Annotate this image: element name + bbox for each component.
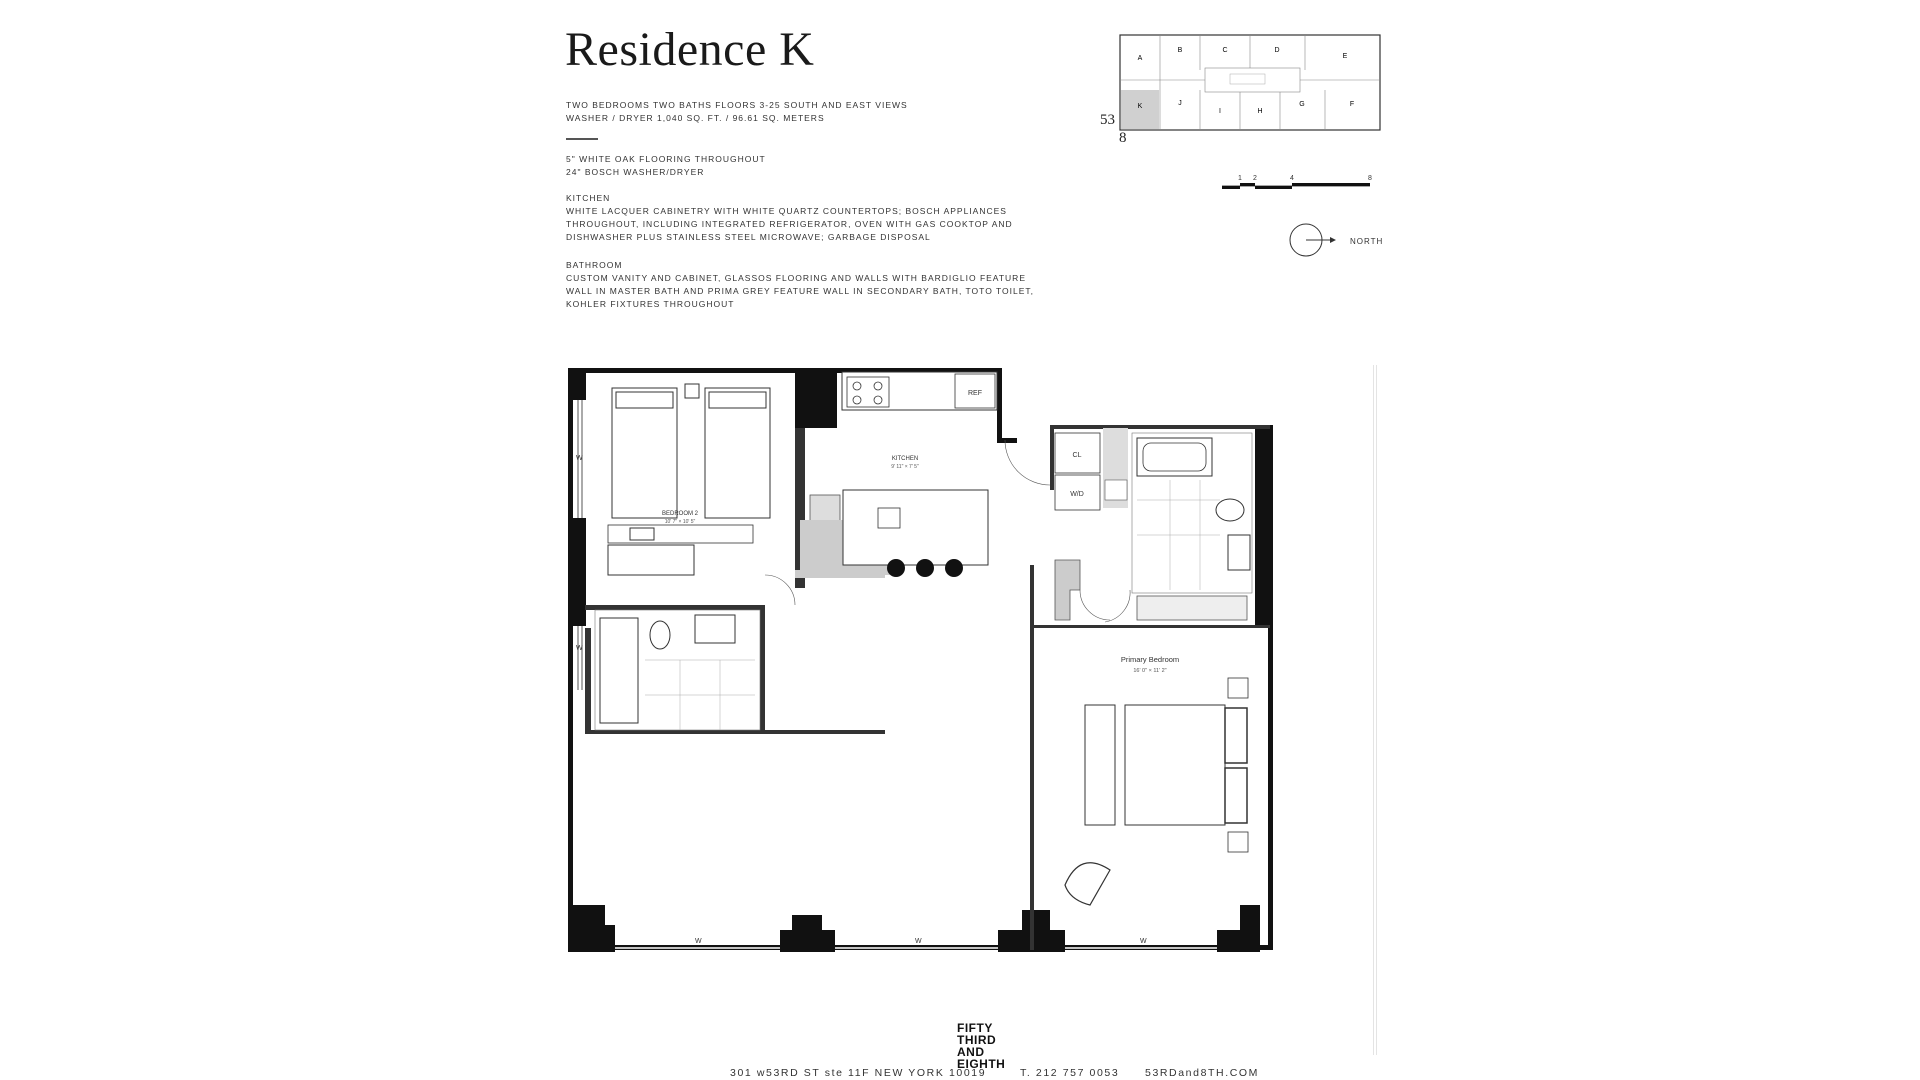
floor-number-large: 53: [1100, 112, 1115, 128]
floor-number-small: 8: [1119, 130, 1127, 146]
keyplan-highlight-unit: [1121, 90, 1159, 129]
footer-website: 53RDand8TH.COM: [1145, 1067, 1260, 1079]
closet-label: CL: [1073, 452, 1082, 459]
fifty-third-and-eighth-logo: FIFTY THIRD AND EIGHTH: [957, 1022, 1005, 1070]
bathroom-spec-2: WALL IN MASTER BATH AND PRIMA GREY FEATU…: [566, 286, 1035, 296]
spec-washer: 24" BOSCH WASHER/DRYER: [566, 167, 705, 177]
north-label: NORTH: [1350, 237, 1384, 246]
floor-plan: W W W W W: [560, 360, 1280, 975]
spec-flooring: 5" WHITE OAK FLOORING THROUGHOUT: [566, 154, 766, 164]
logo-line-1: FIFTY: [957, 1021, 993, 1035]
scale-bar: 1 2 4 8: [1222, 170, 1382, 205]
footer-address: 301 w53RD ST ste 11F NEW YORK 10019: [730, 1067, 987, 1079]
logo-line-4: EIGHTH: [957, 1057, 1006, 1071]
footer-phone: T. 212 757 0053: [1020, 1067, 1120, 1079]
residence-title: Residence K: [565, 23, 815, 76]
keyplan-unit-d: D: [1274, 47, 1279, 54]
scale-tick-4: 4: [1290, 175, 1294, 182]
keyplan-unit-f: F: [1350, 101, 1354, 108]
north-arrow: [1288, 222, 1398, 267]
keyplan-unit-j: J: [1178, 100, 1182, 107]
refrigerator-label: REF: [968, 390, 982, 397]
primary-bedroom-dimensions: 16' 0" × 11' 2": [1133, 668, 1166, 674]
keyplan-unit-k: K: [1138, 103, 1143, 110]
bedroom-2-dimensions: 10' 7" × 10' 5": [665, 519, 696, 525]
kitchen-spec-3: DISHWASHER PLUS STAINLESS STEEL MICROWAV…: [566, 232, 931, 242]
kitchen-heading: KITCHEN: [566, 193, 611, 203]
logo-line-3: AND: [957, 1045, 985, 1059]
key-plan: A B C D E K J I H G F: [1110, 30, 1390, 145]
keyplan-unit-a: A: [1138, 55, 1143, 62]
washer-dryer-label: W/D: [1070, 491, 1084, 498]
bathroom-spec-3: KOHLER FIXTURES THROUGHOUT: [566, 299, 735, 309]
keyplan-unit-e: E: [1343, 53, 1348, 60]
keyplan-unit-i: I: [1219, 108, 1221, 115]
legal-disclaimer-strip: [1372, 365, 1380, 1055]
spec-summary-line-2: WASHER / DRYER 1,040 SQ. FT. / 96.61 SQ.…: [566, 113, 825, 123]
kitchen-dimensions: 9' 11" × 7' 5": [891, 464, 919, 470]
scale-tick-2: 2: [1253, 175, 1257, 182]
keyplan-unit-c: C: [1222, 47, 1227, 54]
window-label-bottom-1: W: [695, 938, 702, 945]
spec-summary-line-1: TWO BEDROOMS TWO BATHS FLOORS 3-25 SOUTH…: [566, 100, 908, 110]
keyplan-unit-b: B: [1178, 47, 1183, 54]
logo-line-2: THIRD: [957, 1033, 997, 1047]
keyplan-unit-h: H: [1257, 108, 1262, 115]
divider-rule: [566, 138, 598, 140]
bathroom-heading: BATHROOM: [566, 260, 623, 270]
window-label-left-1: W: [576, 455, 583, 462]
window-label-left-2: W: [576, 645, 583, 652]
scale-tick-1: 1: [1238, 175, 1242, 182]
scale-tick-8: 8: [1368, 175, 1372, 182]
kitchen-spec-2: THROUGHOUT, INCLUDING INTEGRATED REFRIGE…: [566, 219, 1013, 229]
bathroom-spec-1: CUSTOM VANITY AND CABINET, GLASSOS FLOOR…: [566, 273, 1026, 283]
window-label-bottom-3: W: [1140, 938, 1147, 945]
keyplan-unit-g: G: [1299, 101, 1304, 108]
kitchen-spec-1: WHITE LACQUER CABINETRY WITH WHITE QUART…: [566, 206, 1007, 216]
window-label-bottom-2: W: [915, 938, 922, 945]
kitchen-label: KITCHEN: [892, 456, 918, 462]
bedroom-2-label: BEDROOM 2: [662, 511, 699, 517]
primary-bedroom-label: Primary Bedroom: [1121, 655, 1179, 664]
